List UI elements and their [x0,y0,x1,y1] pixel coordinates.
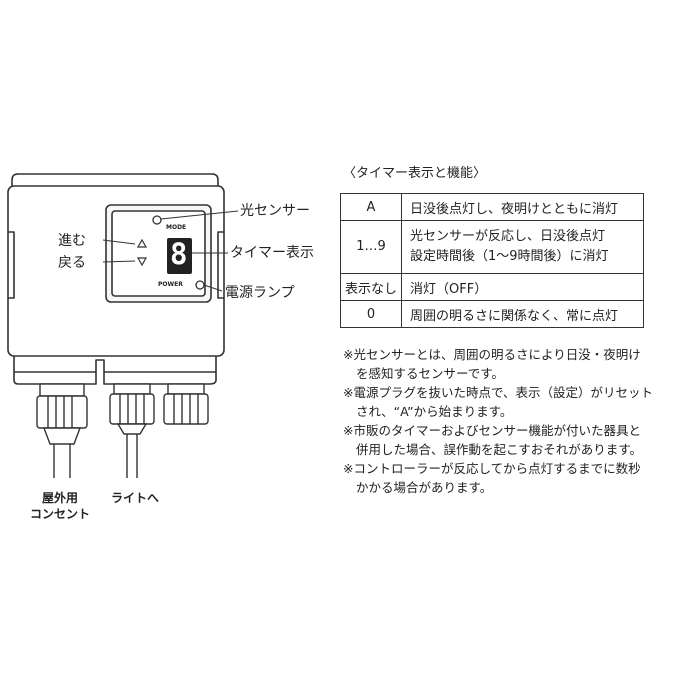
table-title: 〈タイマー表示と機能〉 [343,166,487,181]
outlet-cable-label: 屋外用 コンセント [20,490,100,522]
forward-label: 進む [58,233,86,249]
table-desc-line: 消灯（OFF） [410,281,488,297]
note-line: ※電源プラグを抜いた時点で、表示（設定）がリセット [343,385,653,400]
back-label: 戻る [58,255,86,271]
notes-section: ※光センサーとは、周囲の明るさにより日没・夜明けを感知するセンサーです。※電源プ… [343,345,693,497]
table-desc-cell: 消灯（OFF） [401,273,644,301]
outlet-label-line1: 屋外用 [41,491,78,505]
table-desc-line: 日没後点灯し、夜明けとともに消灯 [410,201,619,217]
note-item: ※市販のタイマーおよびセンサー機能が付いた器具と併用した場合、誤作動を起こすおそ… [343,421,693,459]
power-lamp-icon [195,280,205,290]
light-sensor-label: 光センサー [240,203,310,219]
note-line: ※市販のタイマーおよびセンサー機能が付いた器具と [343,423,641,438]
note-line: ※光センサーとは、周囲の明るさにより日没・夜明け [343,347,641,362]
table-desc-cell: 周囲の明るさに関係なく、常に点灯 [401,300,644,328]
light-connector-body [113,383,151,395]
outlet-connector-nut [36,395,88,429]
note-line: かかる場合があります。 [356,480,493,495]
light-label: ライトへ [110,491,159,505]
note-line: され、“A”から始まります。 [356,404,513,419]
table-desc-cell: 光センサーが反応し、日没後点灯設定時間後（1〜9時間後）に消灯 [401,220,644,274]
power-label: POWER [158,281,183,288]
table-row: 0 周囲の明るさに関係なく、常に点灯 [340,300,644,328]
table-key-cell: A [340,193,402,221]
note-item: ※コントローラーが反応してから点灯するまでに数秒かかる場合があります。 [343,459,693,497]
table-desc-line: 設定時間後（1〜9時間後）に消灯 [410,249,609,264]
table-key-cell: 1…9 [340,220,402,274]
outlet-label-line2: コンセント [29,507,90,521]
down-arrow-icon [136,257,148,267]
light-cable-label: ライトへ [100,490,170,506]
device-base [13,356,217,385]
device-lid [11,173,219,188]
table-key-cell: 表示なし [340,273,402,301]
up-arrow-icon [136,238,148,248]
mode-label: MODE [166,224,187,231]
table-row: A 日没後点灯し、夜明けとともに消灯 [340,193,644,221]
cap-connector-body [167,383,205,395]
timer-display-label: タイマー表示 [230,245,314,261]
light-sensor-icon [152,215,162,225]
timer-display-digit: 8. [170,237,205,271]
note-line: ※コントローラーが反応してから点灯するまでに数秒 [343,461,641,476]
table-desc-cell: 日没後点灯し、夜明けとともに消灯 [401,193,644,221]
note-item: ※光センサーとは、周囲の明るさにより日没・夜明けを感知するセンサーです。 [343,345,693,383]
note-line: を感知するセンサーです。 [356,366,505,381]
table-desc-line: 周囲の明るさに関係なく、常に点灯 [410,308,619,324]
power-lamp-label: 電源ランプ [225,285,295,301]
table-key-cell: 0 [340,300,402,328]
note-item: ※電源プラグを抜いた時点で、表示（設定）がリセットされ、“A”から始まります。 [343,383,693,421]
outlet-connector-body [39,383,85,397]
table-row: 表示なし消灯（OFF） [340,273,644,301]
note-line: 併用した場合、誤作動を起こすおそれがあります。 [356,442,643,457]
table-desc-line: 光センサーが反応し、日没後点灯 [410,229,606,244]
timer-display-icon [167,238,192,274]
